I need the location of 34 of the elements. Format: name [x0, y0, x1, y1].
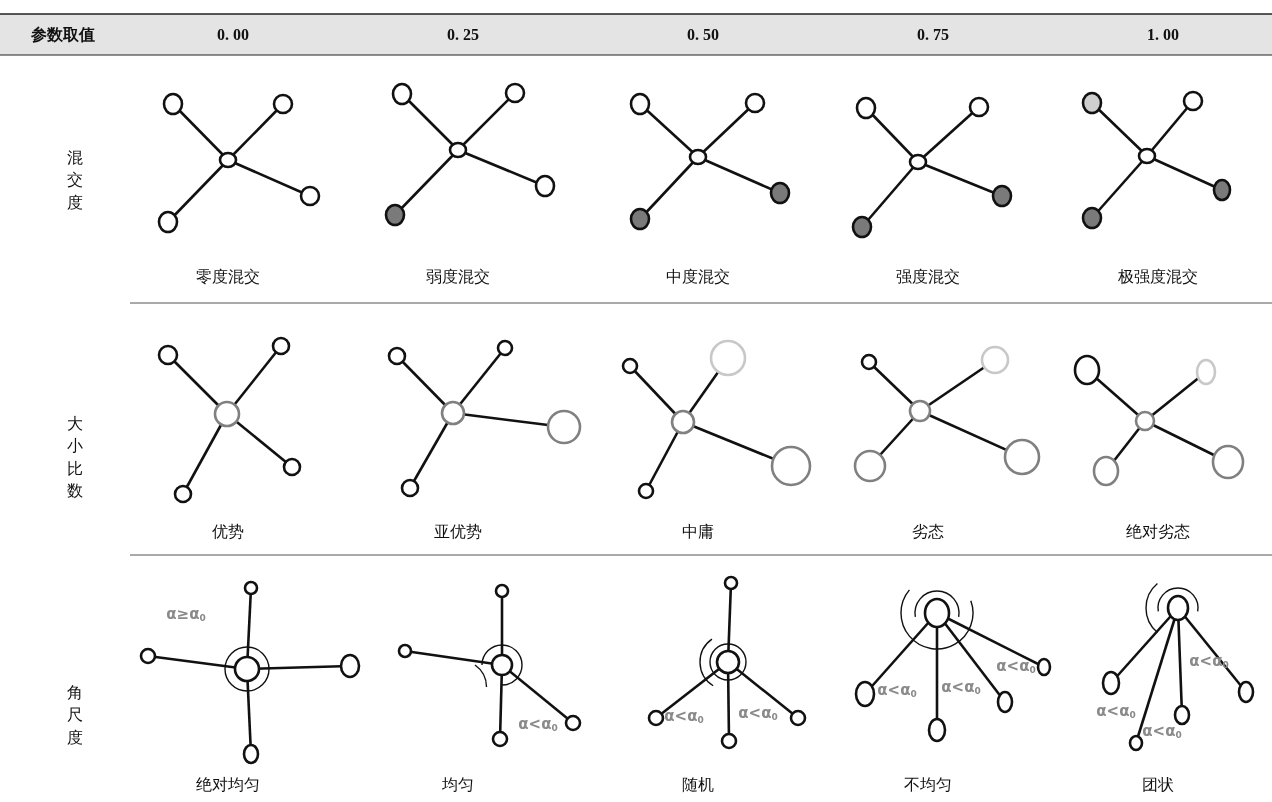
column-header: 0. 50: [687, 26, 719, 44]
cell-caption: 强度混交: [896, 266, 960, 287]
column-header: 0. 00: [217, 26, 249, 44]
cell-caption: 绝对均匀: [196, 774, 260, 795]
row-header: 大小比数: [67, 414, 83, 502]
cell-caption: 极强度混交: [1118, 266, 1198, 287]
cell-caption: 均匀: [442, 774, 474, 795]
angle-label: α≥α$_{0}$: [166, 605, 206, 623]
row-header: 混交度: [67, 148, 83, 214]
cell-caption: 劣态: [912, 521, 944, 542]
angle-label: α<α$_{0}$: [941, 678, 981, 696]
column-header: 0. 75: [917, 26, 949, 44]
angle-label: α<α$_{0}$: [664, 707, 704, 725]
cell-caption: 弱度混交: [426, 266, 490, 287]
cell-caption: 随机: [682, 774, 714, 795]
angle-label: α<α$_{0}$: [1142, 722, 1182, 740]
cell-caption: 不均匀: [904, 774, 952, 795]
column-header: 参数取值: [31, 24, 95, 45]
cell-caption: 团状: [1142, 774, 1174, 795]
angle-label: α<α$_{0}$: [1096, 702, 1136, 720]
cell-caption: 零度混交: [196, 266, 260, 287]
angle-label: α<α$_{0}$: [996, 657, 1036, 675]
row-header: 角尺度: [67, 683, 83, 749]
angle-label: α<α$_{0}$: [738, 704, 778, 722]
cell-caption: 绝对劣态: [1126, 521, 1190, 542]
cell-caption: 亚优势: [434, 521, 482, 542]
column-header: 0. 25: [447, 26, 479, 44]
angle-label: α<α$_{0}$: [1189, 652, 1229, 670]
angle-label: α<α$_{0}$: [518, 715, 558, 733]
cell-caption: 优势: [212, 521, 244, 542]
cell-caption: 中度混交: [666, 266, 730, 287]
angle-label: α<α$_{0}$: [877, 681, 917, 699]
cell-caption: 中庸: [682, 521, 714, 542]
column-header: 1. 00: [1147, 26, 1179, 44]
